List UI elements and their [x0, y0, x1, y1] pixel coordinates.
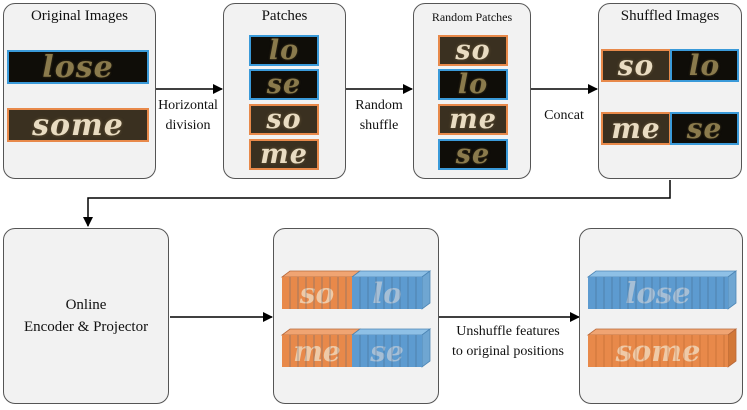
- encoder-line2: Encoder & Projector: [23, 319, 149, 335]
- feature-se-text: se: [369, 335, 404, 368]
- encoder-line1: Online: [65, 297, 107, 313]
- original-images-title: Original Images: [30, 8, 129, 24]
- unshuffled-features-box: lose some: [579, 228, 743, 404]
- patch-so: so: [249, 104, 319, 135]
- shuffled-se-text: se: [686, 112, 723, 145]
- patch-lo: lo: [249, 35, 319, 66]
- shuffled-lo-text: lo: [688, 49, 721, 82]
- feature-lose-text: lose: [625, 276, 690, 310]
- patches-box: Patches lo se so me: [223, 3, 346, 179]
- random-patch-so-text: so: [455, 35, 491, 66]
- feature-row-so-lo: so lo: [280, 270, 432, 310]
- horizontal-division-label: Horizontal division: [146, 96, 230, 136]
- horizontal-division-line2: division: [165, 118, 211, 133]
- unshuffle-label: Unshuffle features to original positions: [432, 322, 584, 362]
- unshuffle-line2: to original positions: [452, 344, 564, 359]
- shuffled-so: so: [601, 49, 671, 82]
- encoder-projector-box: Online Encoder & Projector: [3, 228, 169, 404]
- random-patch-se: se: [438, 139, 508, 170]
- shuffled-so-text: so: [617, 49, 655, 82]
- feature-row-lose: lose: [586, 270, 738, 310]
- horizontal-division-line1: Horizontal: [158, 98, 218, 113]
- shuffled-se: se: [670, 112, 739, 145]
- unshuffled-features-graphic: lose some: [586, 270, 738, 368]
- random-patches-title: Random Patches: [431, 10, 513, 24]
- random-shuffle-line1: Random: [355, 98, 403, 113]
- patches-title: Patches: [261, 8, 308, 24]
- shuffled-me-text: me: [611, 112, 661, 145]
- random-patch-me: me: [438, 104, 508, 135]
- feature-some-text: some: [615, 334, 701, 368]
- random-patch-so: so: [438, 35, 508, 66]
- random-shuffle-line2: shuffle: [359, 118, 399, 133]
- random-shuffle-label: Random shuffle: [340, 96, 418, 136]
- shuffled-images-box: Shuffled Images so lo me se: [598, 3, 742, 179]
- shuffled-features-box: so lo me se: [273, 228, 439, 404]
- random-patch-lo: lo: [438, 69, 508, 100]
- patch-lo-text: lo: [268, 35, 300, 66]
- shuffled-features-graphic: so lo me se: [280, 270, 432, 368]
- image-some: some: [7, 108, 149, 142]
- patch-se-text: se: [266, 69, 302, 100]
- concat-label: Concat: [531, 106, 597, 126]
- random-patches-box: Random Patches so lo me se: [413, 3, 531, 179]
- unshuffle-line1: Unshuffle features: [456, 324, 560, 339]
- concat-line: Concat: [544, 108, 584, 123]
- feature-me-text: me: [293, 335, 340, 368]
- arrow-to-encoder: [83, 180, 671, 227]
- patch-so-text: so: [266, 104, 302, 135]
- patch-se: se: [249, 69, 319, 100]
- shuffled-lo: lo: [670, 49, 739, 82]
- random-patch-lo-text: lo: [457, 69, 489, 100]
- feature-lo-text: lo: [372, 277, 401, 310]
- feature-row-some: some: [586, 328, 738, 368]
- shuffled-images-title: Shuffled Images: [620, 8, 720, 24]
- feature-so-text: so: [299, 277, 334, 310]
- image-lose: lose: [7, 50, 149, 84]
- feature-row-me-se: me se: [280, 328, 432, 368]
- shuffled-me: me: [601, 112, 671, 145]
- image-lose-text: lose: [42, 50, 114, 84]
- patch-me: me: [249, 139, 319, 170]
- random-patch-me-text: me: [449, 104, 497, 135]
- original-images-box: Original Images lose some: [3, 3, 156, 179]
- image-some-text: some: [32, 108, 124, 142]
- patch-me-text: me: [260, 139, 308, 170]
- random-patch-se-text: se: [455, 139, 491, 170]
